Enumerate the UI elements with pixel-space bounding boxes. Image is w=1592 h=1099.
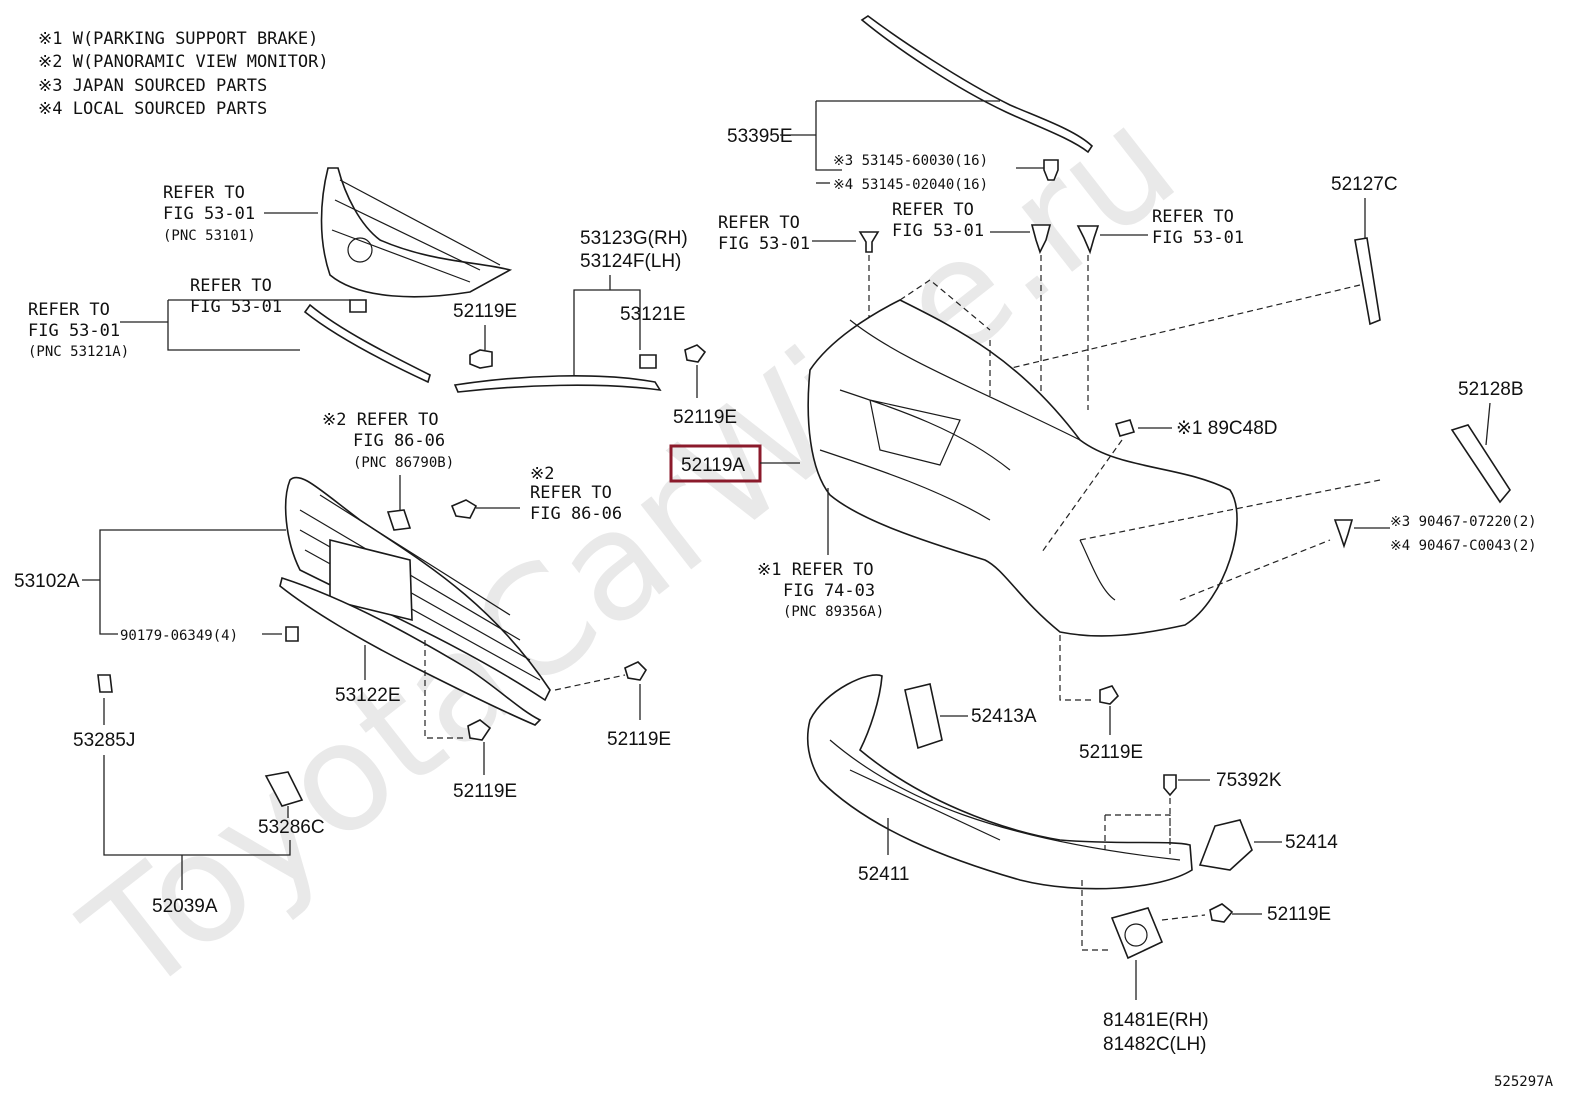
label-53145-02040[interactable]: ※4 53145-02040(16)	[833, 177, 988, 193]
refer-label-top3: REFER TO	[1152, 207, 1234, 227]
label-53286C[interactable]: 53286C	[258, 817, 325, 838]
lower-grille-part	[284, 476, 551, 702]
label-53123G[interactable]: 53123G(RH)	[580, 228, 688, 249]
refer-label-53101: REFER TO	[163, 183, 245, 203]
label-52413A[interactable]: 52413A	[971, 706, 1037, 727]
leader-53395E	[815, 100, 1000, 171]
label-53102A[interactable]: 53102A	[14, 571, 80, 592]
refer-label-7403c: (PNC 89356A)	[783, 604, 884, 620]
note-1: ※1 W(PARKING SUPPORT BRAKE)	[38, 29, 318, 49]
refer-label-53101c: (PNC 53101)	[163, 228, 256, 244]
label-53121E[interactable]: 53121E	[620, 304, 686, 325]
label-52119E-6[interactable]: 52119E	[1267, 904, 1331, 925]
camera-bracket-icon	[386, 509, 412, 531]
refer-label-8606-2: ※2	[530, 464, 554, 484]
refer-label-top1b: FIG 53-01	[718, 234, 810, 254]
screw-icon	[1076, 225, 1100, 255]
label-53145-60030[interactable]: ※3 53145-60030(16)	[833, 153, 988, 169]
label-52119E-3[interactable]: 52119E	[607, 729, 671, 750]
lower-molding-part	[279, 576, 542, 726]
refer-label-midb: FIG 53-01	[190, 297, 282, 317]
refer-label-7403b: FIG 74-03	[783, 581, 875, 601]
screw-icon	[467, 719, 492, 741]
label-89C48D[interactable]: ※1 89C48D	[1176, 418, 1277, 439]
bracket-52414-part	[1198, 819, 1253, 871]
refer-label-mid: REFER TO	[190, 276, 272, 296]
clip-icon	[349, 299, 367, 313]
tow-cover-part	[264, 771, 304, 807]
upper-grille-part	[320, 167, 513, 298]
screw-icon	[684, 344, 707, 363]
clip-icon	[1333, 519, 1354, 549]
refer-label-8606c: (PNC 86790B)	[353, 455, 454, 471]
diagram-id: 525297A	[1494, 1074, 1554, 1090]
label-52127C[interactable]: 52127C	[1331, 174, 1398, 195]
clip-icon	[1043, 159, 1059, 181]
refer-label-7403: ※1 REFER TO	[757, 560, 874, 580]
refer-label-8606-2b: REFER TO	[530, 483, 612, 503]
label-90467-C0043[interactable]: ※4 90467-C0043(2)	[1390, 538, 1537, 554]
refer-label-left: REFER TO	[28, 300, 110, 320]
label-53285J[interactable]: 53285J	[73, 730, 135, 751]
bracket-52127C-part	[1354, 237, 1381, 326]
label-52119A[interactable]: 52119A	[681, 455, 745, 476]
refer-label-8606b: FIG 86-06	[353, 431, 445, 451]
label-90179-06349[interactable]: 90179-06349(4)	[120, 628, 238, 644]
grille-molding-part	[303, 303, 431, 384]
refer-label-leftc: (PNC 53121A)	[28, 344, 129, 360]
label-52119E-1[interactable]: 52119E	[453, 301, 517, 322]
screw-icon	[469, 349, 493, 369]
refer-label-8606-2c: FIG 86-06	[530, 504, 622, 524]
label-81481E[interactable]: 81481E(RH)	[1103, 1010, 1209, 1031]
clip-icon	[639, 354, 657, 369]
refer-label-top2: REFER TO	[892, 200, 974, 220]
refer-label-top1: REFER TO	[718, 213, 800, 233]
note-2: ※2 W(PANORAMIC VIEW MONITOR)	[38, 52, 329, 72]
note-3: ※3 JAPAN SOURCED PARTS	[38, 76, 267, 96]
screw-icon	[624, 661, 648, 681]
screw-icon	[450, 499, 478, 519]
refer-label-top3b: FIG 53-01	[1152, 228, 1244, 248]
refer-label-top2b: FIG 53-01	[892, 221, 984, 241]
clip-icon	[1163, 774, 1177, 797]
cover-clip-icon	[97, 674, 113, 693]
refer-label-8606: ※2 REFER TO	[322, 410, 439, 430]
label-52411[interactable]: 52411	[858, 864, 909, 885]
grille-strip-part	[453, 375, 662, 393]
clip-icon	[285, 626, 299, 642]
label-75392K[interactable]: 75392K	[1216, 770, 1282, 791]
hood-seal-part	[860, 15, 1094, 154]
label-52414[interactable]: 52414	[1285, 832, 1338, 853]
bracket-52128B-part	[1450, 424, 1511, 504]
label-52128B[interactable]: 52128B	[1458, 379, 1524, 400]
sensor-clip-icon	[1114, 419, 1136, 437]
label-52119E-2[interactable]: 52119E	[673, 407, 737, 428]
label-81482C[interactable]: 81482C(LH)	[1103, 1034, 1207, 1055]
label-53395E[interactable]: 53395E	[727, 126, 793, 147]
label-52119E-4[interactable]: 52119E	[453, 781, 517, 802]
label-52119E-5[interactable]: 52119E	[1079, 742, 1143, 763]
screw-icon	[1209, 903, 1234, 923]
label-53124F[interactable]: 53124F(LH)	[580, 251, 681, 272]
fog-bezel-part	[1110, 907, 1164, 960]
license-plate-mount-part	[329, 538, 413, 622]
refer-label-leftb: FIG 53-01	[28, 321, 120, 341]
screw-icon	[1099, 685, 1120, 705]
screw-icon	[858, 231, 880, 253]
label-53122E[interactable]: 53122E	[335, 685, 401, 706]
bumper-cover-part	[807, 299, 1238, 637]
label-90467-07220[interactable]: ※3 90467-07220(2)	[1390, 514, 1537, 530]
label-52039A[interactable]: 52039A	[152, 896, 218, 917]
note-4: ※4 LOCAL SOURCED PARTS	[38, 99, 267, 119]
screw-icon	[1030, 224, 1052, 255]
bracket-52413A-part	[904, 683, 943, 750]
refer-label-53101b: FIG 53-01	[163, 204, 255, 224]
